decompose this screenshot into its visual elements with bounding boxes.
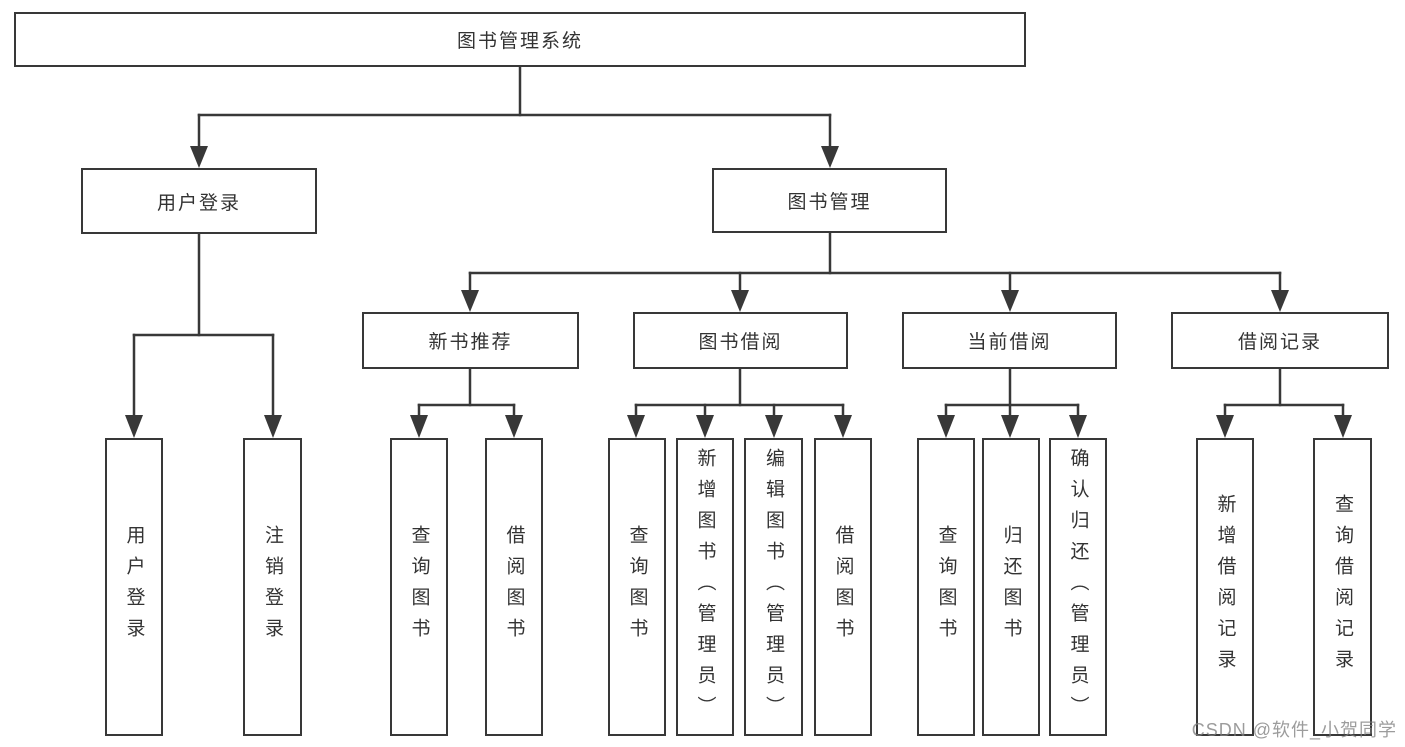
arrowhead <box>264 415 282 438</box>
node-book-borrowing: 图书借阅 <box>633 312 848 369</box>
connector-user-login-children <box>125 232 282 438</box>
node-new-book-recommendation: 新书推荐 <box>362 312 579 369</box>
connector-root-to-level1 <box>190 65 839 168</box>
connector-book-borrow-children <box>627 367 852 438</box>
node-book-management: 图书管理 <box>712 168 947 233</box>
arrowhead <box>765 415 783 438</box>
arrowhead <box>627 415 645 438</box>
arrowhead <box>125 415 143 438</box>
connector-current-borrow-children <box>937 367 1087 438</box>
connector-borrow-record-children <box>1216 367 1352 438</box>
node-borrowing-records: 借阅记录 <box>1171 312 1389 369</box>
leaf-query-books-borrowing: 查询图书 <box>608 438 666 736</box>
arrowhead <box>410 415 428 438</box>
arrowhead <box>1069 415 1087 438</box>
leaf-return-books: 归还图书 <box>982 438 1040 736</box>
node-root-library-management-system: 图书管理系统 <box>14 12 1026 67</box>
arrowhead <box>1001 290 1019 312</box>
leaf-query-borrow-record: 查询借阅记录 <box>1313 438 1372 736</box>
arrowhead <box>731 290 749 312</box>
leaf-logout: 注销登录 <box>243 438 302 736</box>
leaf-query-books-current: 查询图书 <box>917 438 975 736</box>
connector-book-mgmt-children <box>461 231 1289 312</box>
leaf-user-login: 用户登录 <box>105 438 163 736</box>
node-user-login: 用户登录 <box>81 168 317 234</box>
arrowhead <box>1216 415 1234 438</box>
arrowhead <box>1334 415 1352 438</box>
leaf-confirm-return-admin: 确认归还（管理员） <box>1049 438 1107 736</box>
arrowhead <box>696 415 714 438</box>
node-current-borrowing: 当前借阅 <box>902 312 1117 369</box>
arrowhead <box>1271 290 1289 312</box>
leaf-add-borrow-record: 新增借阅记录 <box>1196 438 1254 736</box>
leaf-query-books-recommendation: 查询图书 <box>390 438 448 736</box>
arrowhead <box>461 290 479 312</box>
arrowhead <box>505 415 523 438</box>
leaf-borrow-books: 借阅图书 <box>814 438 872 736</box>
leaf-edit-books-admin: 编辑图书（管理员） <box>744 438 803 736</box>
connector-new-book-children <box>410 367 523 438</box>
arrowhead <box>190 146 208 168</box>
arrowhead <box>937 415 955 438</box>
arrowhead <box>1001 415 1019 438</box>
leaf-borrow-books-recommendation: 借阅图书 <box>485 438 543 736</box>
arrowhead <box>821 146 839 168</box>
csdn-watermark: CSDN @软件_小贺同学 <box>1191 720 1397 740</box>
arrowhead <box>834 415 852 438</box>
leaf-add-books-admin: 新增图书（管理员） <box>676 438 734 736</box>
